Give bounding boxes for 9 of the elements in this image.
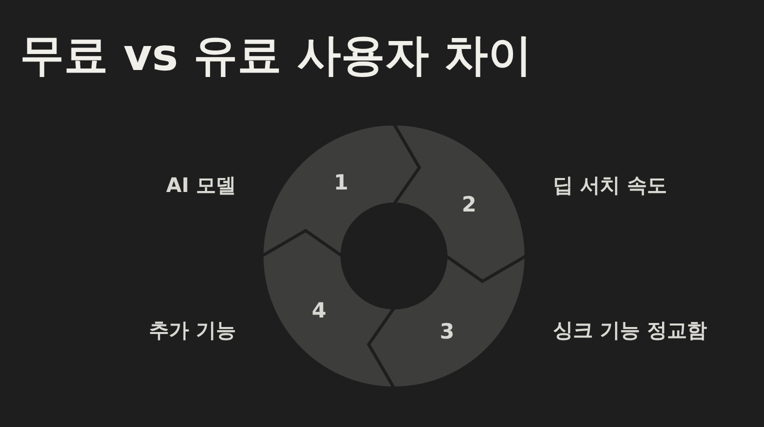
title: 무료 vs 유료 사용자 차이 — [20, 30, 532, 83]
step-number: 2 — [462, 194, 476, 216]
step-number: 1 — [334, 172, 348, 194]
segment-label: 딥 서치 속도 — [553, 175, 667, 195]
step-number: 4 — [312, 300, 326, 322]
step-number: 3 — [440, 322, 454, 342]
segment-label: AI 모델 — [166, 175, 236, 195]
segment-label: 추가 기능 — [149, 320, 236, 340]
segment-label: 싱크 기능 정교함 — [553, 320, 707, 340]
